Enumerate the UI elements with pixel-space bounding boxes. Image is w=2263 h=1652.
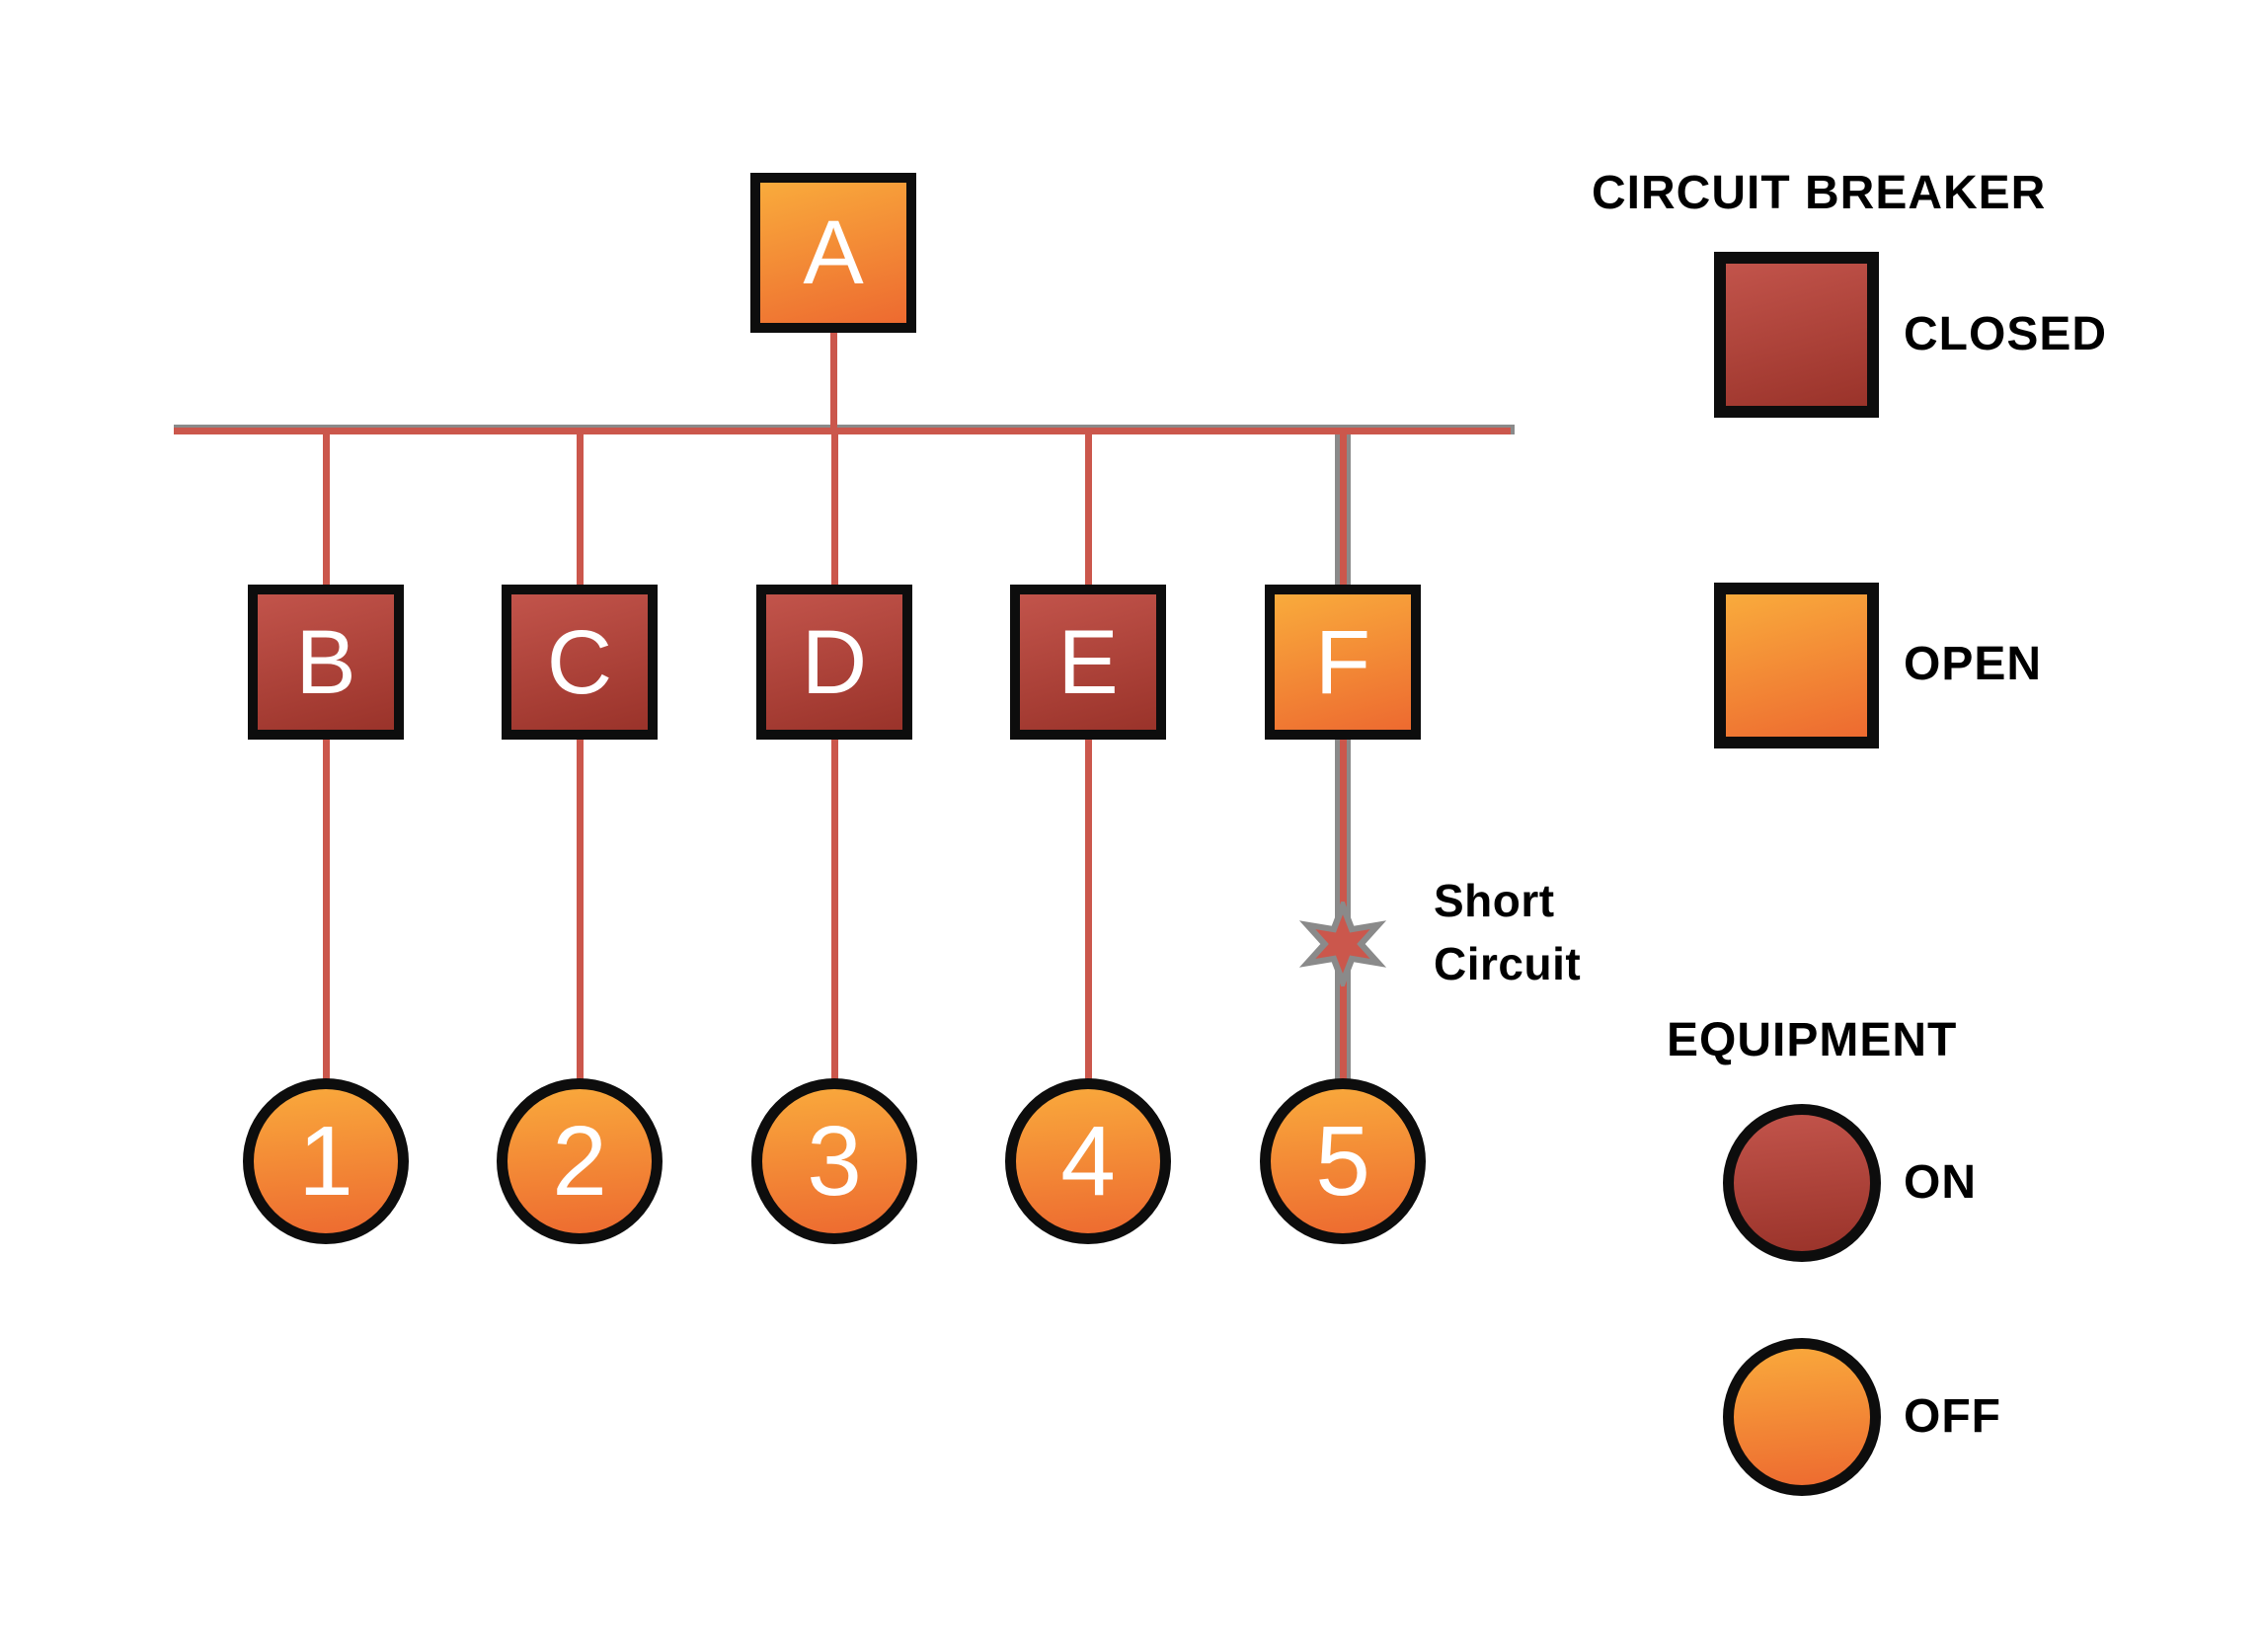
- equipment-5-label: 5: [1315, 1106, 1370, 1217]
- wire-branch-e: [1085, 434, 1092, 1086]
- equipment-3: 3: [751, 1078, 917, 1244]
- breaker-C-label: C: [546, 611, 613, 713]
- wire-a-to-bus: [830, 331, 837, 430]
- legend-open-label: OPEN: [1904, 637, 2043, 690]
- breaker-F: F: [1265, 585, 1421, 740]
- equipment-4-label: 4: [1060, 1106, 1116, 1217]
- breaker-B: B: [248, 585, 404, 740]
- breaker-D: D: [756, 585, 912, 740]
- breaker-D-label: D: [801, 611, 868, 713]
- legend-closed-label: CLOSED: [1904, 307, 2108, 360]
- wire-branch-b: [323, 434, 330, 1086]
- legend-on-label: ON: [1904, 1155, 1977, 1209]
- equipment-2-label: 2: [552, 1106, 607, 1217]
- legend-off-swatch: [1723, 1338, 1881, 1496]
- breaker-C: C: [502, 585, 658, 740]
- equipment-1: 1: [243, 1078, 409, 1244]
- short-circuit-line1: Short: [1434, 875, 1555, 926]
- bus-line: [174, 428, 1511, 434]
- wire-branch-d: [831, 434, 838, 1086]
- legend-off-label: OFF: [1904, 1389, 2001, 1443]
- wire-branch-c: [577, 434, 584, 1086]
- legend-circuit-breaker-title: CIRCUIT BREAKER: [1592, 167, 2047, 219]
- legend-open-swatch: [1714, 583, 1879, 748]
- breaker-A: A: [750, 173, 916, 333]
- equipment-2: 2: [497, 1078, 663, 1244]
- short-circuit-star-icon: [1298, 902, 1387, 986]
- equipment-5: 5: [1260, 1078, 1426, 1244]
- legend-closed-swatch: [1714, 252, 1879, 418]
- equipment-4: 4: [1005, 1078, 1171, 1244]
- legend-equipment-title: EQUIPMENT: [1667, 1014, 1958, 1066]
- breaker-A-label: A: [803, 202, 864, 303]
- equipment-1-label: 1: [298, 1106, 353, 1217]
- breaker-B-label: B: [295, 611, 356, 713]
- breaker-E-label: E: [1057, 611, 1119, 713]
- legend-on-swatch: [1723, 1104, 1881, 1262]
- wire-branch-f: [1340, 434, 1347, 1086]
- breaker-E: E: [1010, 585, 1166, 740]
- short-circuit-line2: Circuit: [1434, 938, 1582, 989]
- equipment-3-label: 3: [807, 1106, 862, 1217]
- breaker-F-label: F: [1314, 611, 1371, 713]
